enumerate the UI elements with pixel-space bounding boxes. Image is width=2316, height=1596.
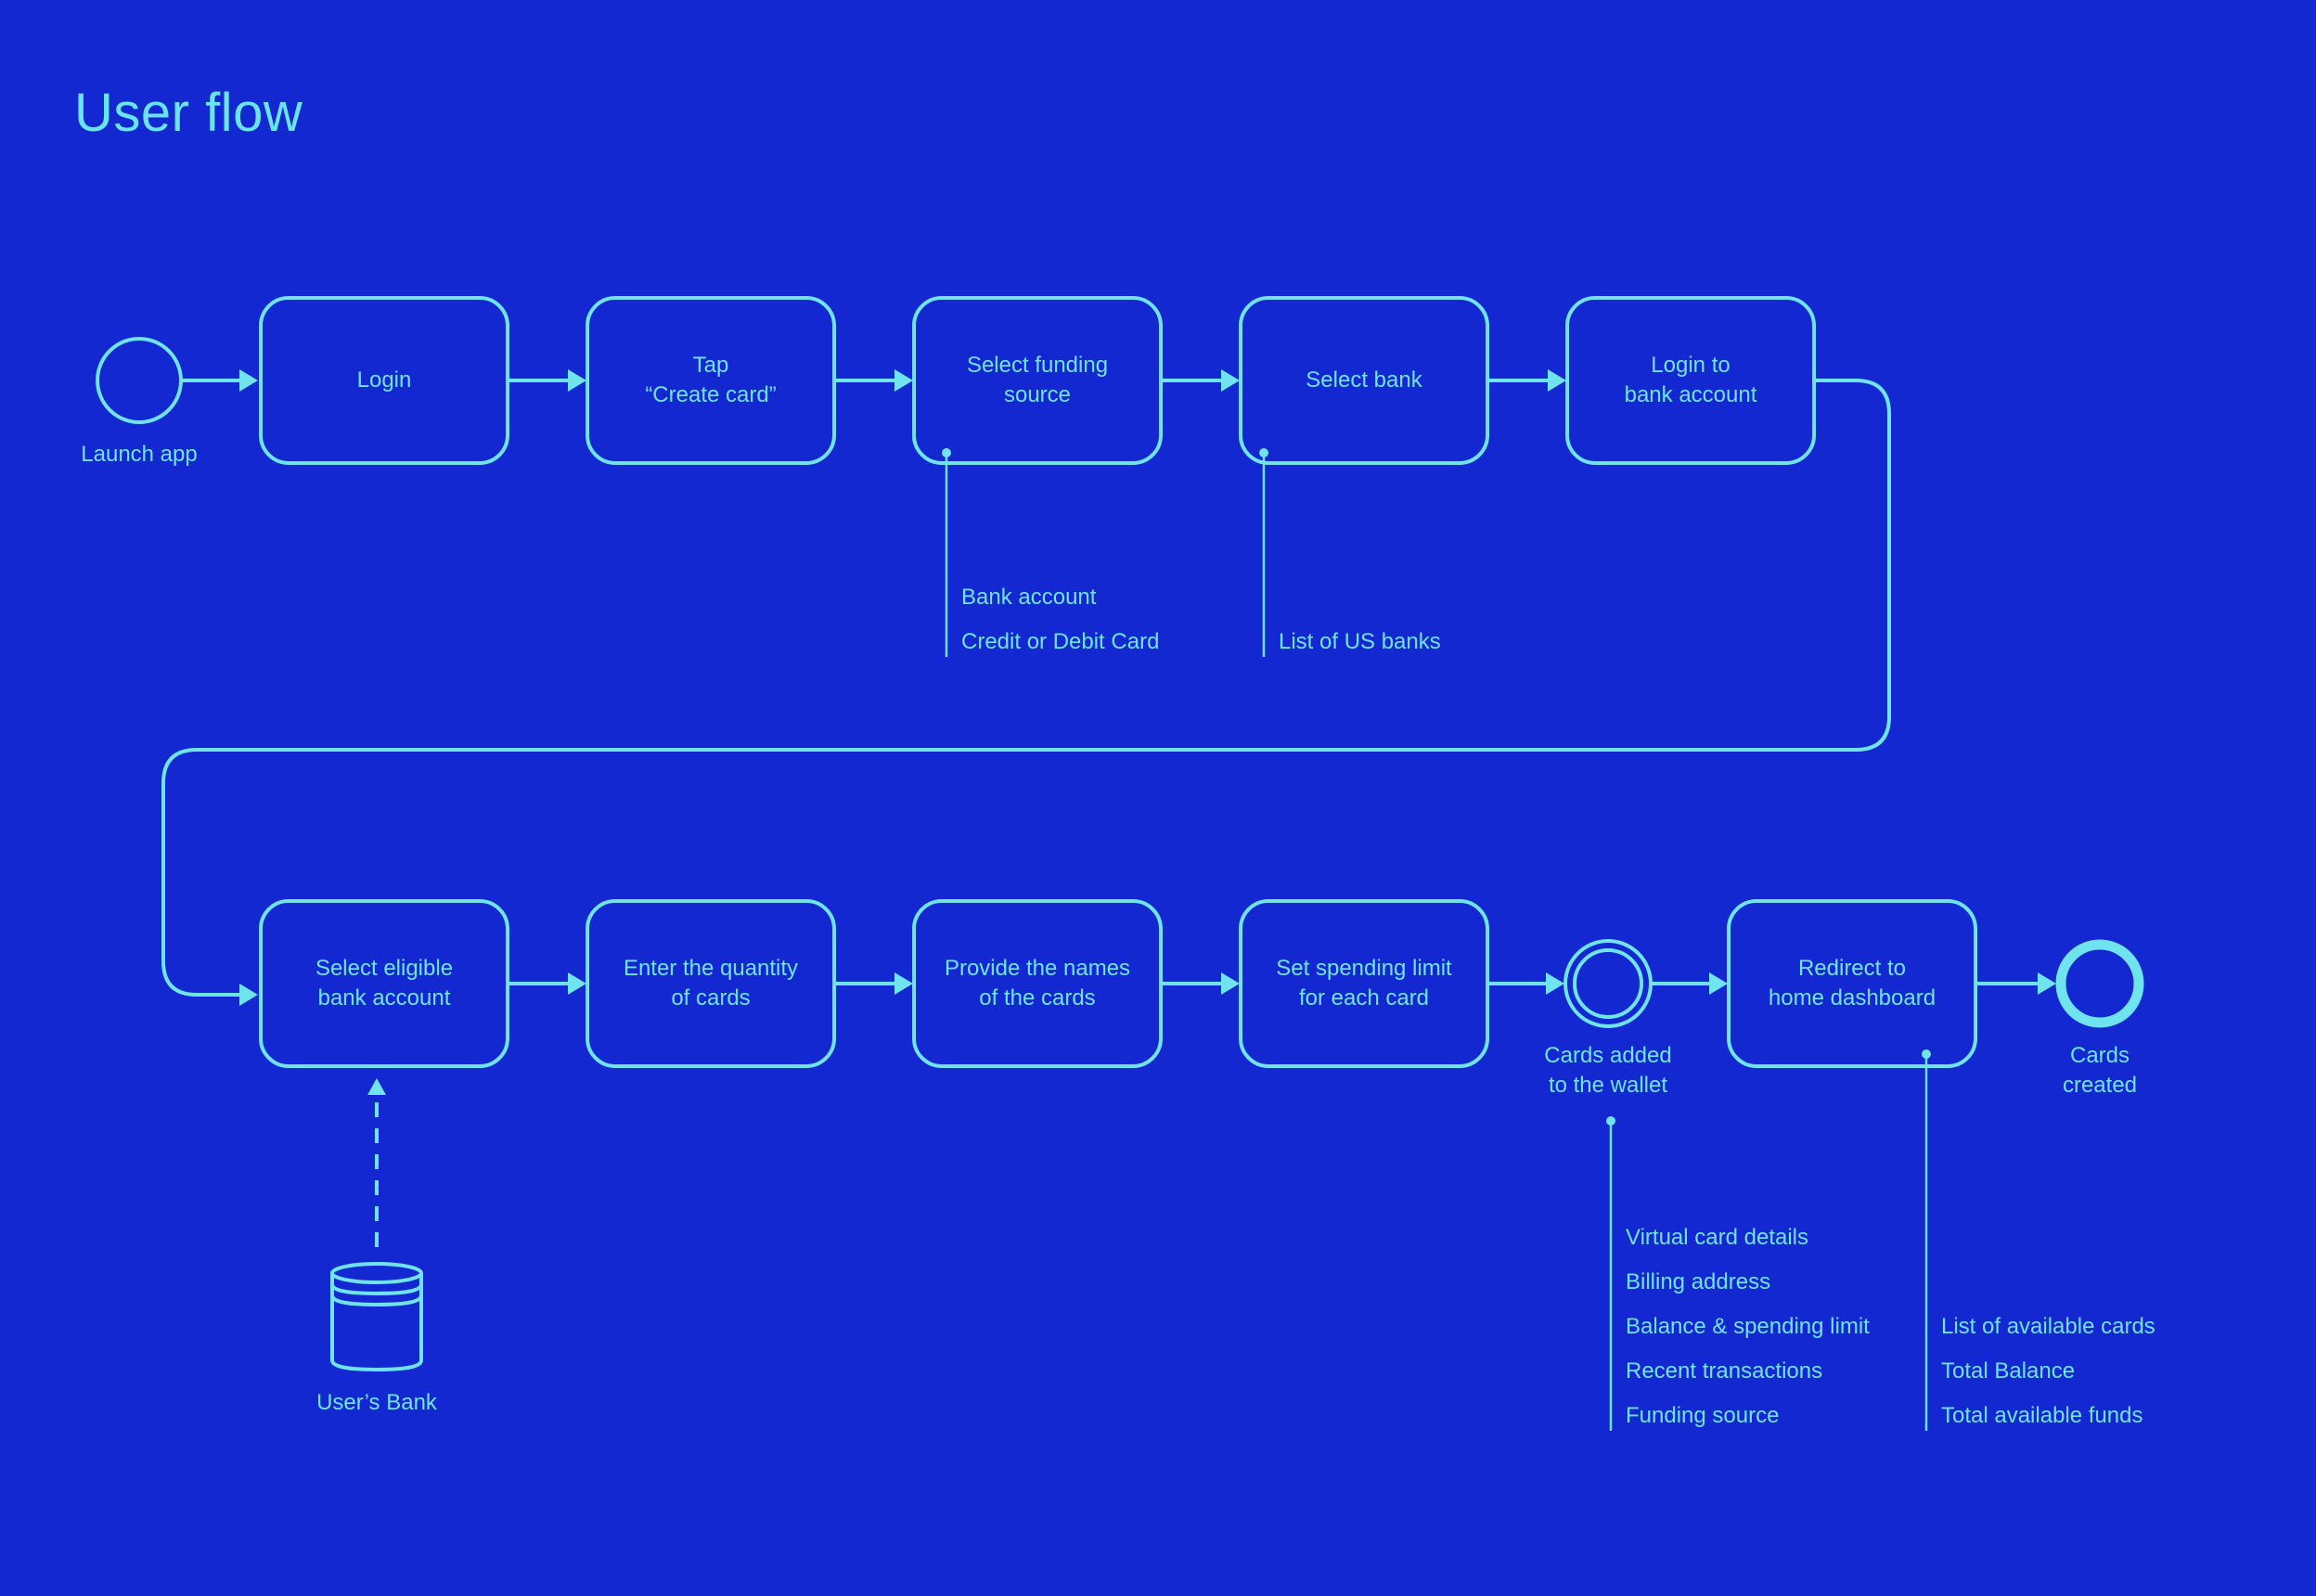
arrowhead [239, 369, 258, 392]
arrowhead [568, 972, 586, 995]
notes-select-bank: List of US banks [1279, 627, 1441, 672]
arrowhead [1546, 972, 1564, 995]
note-item: Credit or Debit Card [961, 629, 1160, 654]
step-select-funding-source: Select funding source [912, 296, 1163, 465]
notes-wallet: Virtual card details Billing address Bal… [1626, 1223, 1870, 1446]
annotation-dot [942, 448, 951, 457]
note-item: Balance & spending limit [1626, 1314, 1870, 1339]
annotation-dot [1922, 1049, 1931, 1059]
step-label: Set spending limit for each card [1276, 956, 1452, 1010]
step-label: Enter the quantity of cards [623, 956, 799, 1010]
notes-funding-source: Bank account Credit or Debit Card [961, 583, 1159, 672]
data-store-label: User’s Bank [316, 1390, 437, 1415]
note-item: List of available cards [1941, 1314, 2155, 1339]
arrowhead [894, 369, 913, 392]
intermediate-event-inner [1573, 948, 1643, 1019]
step-label: Login to bank account [1624, 353, 1757, 407]
note-item: Total available funds [1941, 1403, 2143, 1428]
step-label: Select funding source [966, 353, 1109, 407]
annotation-dot [1606, 1116, 1615, 1126]
arrowhead [1548, 369, 1566, 392]
step-label: Tap “Create card” [645, 353, 777, 407]
step-select-eligible-bank-account: Select eligible bank account [259, 899, 509, 1068]
step-login: Login [259, 296, 509, 465]
arrowhead [239, 984, 258, 1006]
intermediate-event-outer [1563, 939, 1653, 1028]
note-item: Billing address [1626, 1269, 1771, 1294]
arrowhead [1221, 369, 1240, 392]
step-enter-quantity: Enter the quantity of cards [585, 899, 836, 1068]
end-event-label: Cards created [2062, 1043, 2138, 1098]
step-label: Select bank [1306, 367, 1422, 393]
step-label: Provide the names of the cards [944, 956, 1131, 1010]
end-event-circle [2055, 939, 2144, 1028]
step-select-bank: Select bank [1239, 296, 1489, 465]
arrowhead [1709, 972, 1728, 995]
note-item: Virtual card details [1626, 1225, 1808, 1250]
start-event-label: Launch app [81, 442, 198, 467]
step-redirect-dashboard: Redirect to home dashboard [1727, 899, 1977, 1068]
note-item: Recent transactions [1626, 1358, 1823, 1384]
arrowhead [1221, 972, 1240, 995]
step-tap-create-card: Tap “Create card” [585, 296, 836, 465]
page-title: User flow [74, 83, 303, 143]
note-item: Total Balance [1941, 1358, 2076, 1384]
step-label: Login [356, 367, 412, 393]
arrowhead [894, 972, 913, 995]
arrowhead [2038, 972, 2056, 995]
start-event-circle [96, 337, 183, 424]
notes-dashboard: List of available cards Total Balance To… [1941, 1312, 2155, 1446]
connector-row1-to-row2 [161, 379, 1891, 997]
note-item: Funding source [1626, 1403, 1780, 1428]
step-provide-names: Provide the names of the cards [912, 899, 1163, 1068]
intermediate-event-label: Cards added to the wallet [1544, 1043, 1672, 1098]
note-item: List of US banks [1279, 629, 1441, 654]
step-set-spending-limit: Set spending limit for each card [1239, 899, 1489, 1068]
database-icon [330, 1262, 423, 1372]
step-label: Select eligible bank account [315, 956, 454, 1010]
note-item: Bank account [961, 585, 1097, 610]
step-login-bank-account: Login to bank account [1565, 296, 1816, 465]
arrowhead [568, 369, 586, 392]
arrowhead [367, 1078, 386, 1095]
step-label: Redirect to home dashboard [1768, 956, 1936, 1010]
